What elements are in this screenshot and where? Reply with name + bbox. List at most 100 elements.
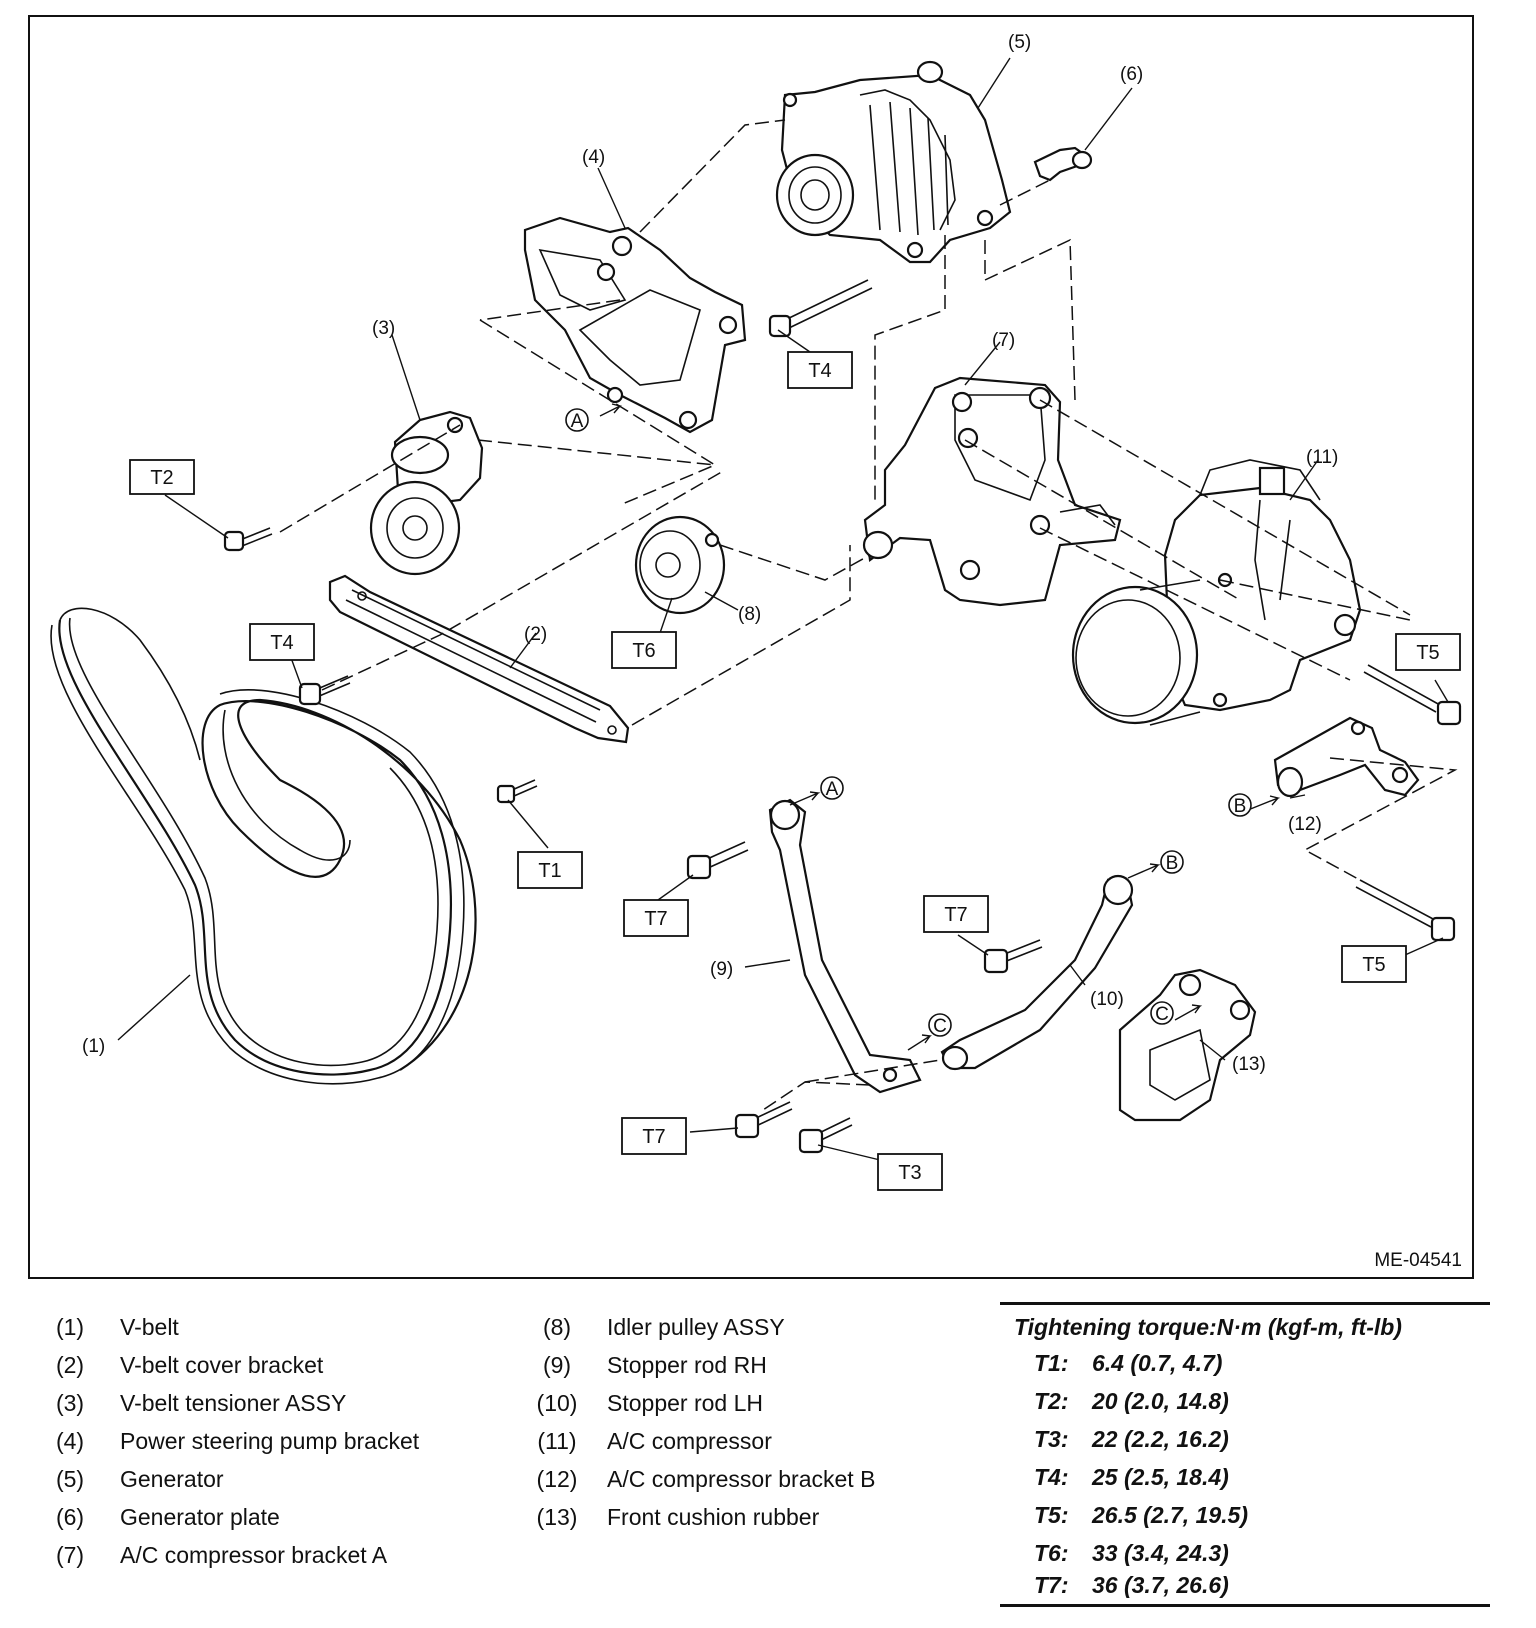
torque-row: T5: 26.5 (2.7, 19.5): [1034, 1502, 1248, 1529]
svg-text:T4: T4: [270, 632, 293, 654]
svg-text:A: A: [826, 779, 839, 800]
callout-5: (5): [1008, 32, 1031, 53]
ref-circle-a-upper: A: [565, 408, 589, 432]
svg-text:B: B: [1234, 796, 1247, 817]
torque-tag-t2: T2: [129, 459, 195, 495]
torque-tag-t4-upper: T4: [787, 351, 853, 389]
torque-tag-t5-lower: T5: [1341, 945, 1407, 983]
legend-number: (4): [55, 1428, 85, 1454]
legend-name: Generator plate: [120, 1504, 280, 1530]
idler-pulley-part: [634, 515, 726, 615]
torque-row: T2:20 (2.0, 14.8): [1034, 1388, 1229, 1415]
svg-text:T5: T5: [1362, 954, 1385, 976]
bolt-t2: [223, 527, 273, 552]
legend-name: Front cushion rubber: [607, 1504, 820, 1530]
callout-7: (7): [992, 330, 1015, 351]
generator-part: [775, 60, 1012, 264]
callout-13: (13): [1232, 1054, 1266, 1075]
front-cushion-rubber-part: [1118, 968, 1257, 1122]
torque-value: 33 (3.4, 24.3): [1092, 1540, 1229, 1566]
legend-number: (12): [536, 1466, 578, 1492]
svg-text:T7: T7: [642, 1126, 665, 1148]
ref-circle-a-lower: A: [820, 776, 844, 800]
legend-number: (3): [55, 1390, 85, 1416]
legend-name: V-belt: [120, 1314, 179, 1340]
legend-name: Power steering pump bracket: [120, 1428, 420, 1454]
torque-table-bottom-rule: [1000, 1604, 1490, 1607]
torque-tag-t5-upper: T5: [1395, 633, 1461, 671]
legend-number: (10): [536, 1390, 578, 1416]
callout-4: (4): [582, 147, 605, 168]
leader-lines: [117, 57, 1449, 1161]
v-belt-cover-bracket-part: [328, 574, 630, 744]
torque-value: 6.4 (0.7, 4.7): [1092, 1350, 1223, 1376]
svg-text:T7: T7: [944, 904, 967, 926]
diagram-frame: [28, 15, 1474, 1279]
torque-code: T4:: [1034, 1464, 1069, 1490]
callout-2: (2): [524, 624, 547, 645]
torque-value: 25 (2.5, 18.4): [1092, 1464, 1229, 1490]
torque-row: T7:36 (3.7, 26.6): [1034, 1572, 1229, 1599]
svg-text:T2: T2: [150, 467, 173, 489]
torque-tag-t6: T6: [611, 631, 677, 669]
v-belt-tensioner-part: [369, 410, 484, 576]
torque-code: T1:: [1034, 1350, 1069, 1376]
legend-name: A/C compressor bracket B: [607, 1466, 876, 1492]
figure-code: ME-04541: [1374, 1250, 1462, 1271]
legend-name: V-belt tensioner ASSY: [120, 1390, 347, 1416]
power-steering-pump-bracket-part: [523, 216, 747, 434]
bolt-t1: [496, 779, 538, 804]
torque-row: T3: 22 (2.2, 16.2): [1034, 1426, 1229, 1453]
svg-text:T7: T7: [644, 908, 667, 930]
svg-text:T6: T6: [632, 640, 655, 662]
svg-text:T1: T1: [538, 860, 561, 882]
callout-1: (1): [82, 1036, 105, 1057]
legend-number: (9): [542, 1352, 572, 1378]
ac-compressor-bracket-b-part: [1273, 716, 1420, 798]
stopper-rod-rh-part: [768, 798, 922, 1094]
svg-text:T5: T5: [1416, 642, 1439, 664]
ref-circle-b-rod: B: [1160, 850, 1184, 874]
bolt-t7-lower: [734, 1101, 793, 1139]
torque-code: T2:: [1034, 1388, 1069, 1414]
bolt-t7-middle: [983, 939, 1043, 974]
torque-table-top-rule: [1000, 1302, 1490, 1305]
torque-code: T3:: [1034, 1426, 1069, 1452]
bolt-t4-upper: [768, 279, 873, 338]
callout-6: (6): [1120, 64, 1143, 85]
ref-circle-c-cushion: C: [1150, 1001, 1174, 1025]
legend-number: (13): [536, 1504, 578, 1530]
ref-circle-c-rod: C: [928, 1013, 952, 1037]
legend-name: A/C compressor bracket A: [120, 1542, 388, 1568]
callout-12: (12): [1288, 814, 1322, 835]
bolt-t4-left: [298, 675, 351, 706]
torque-value: 26.5 (2.7, 19.5): [1092, 1502, 1248, 1528]
bolt-t3: [798, 1117, 853, 1154]
svg-text:C: C: [1155, 1004, 1169, 1025]
legend-number: (2): [55, 1352, 85, 1378]
torque-row: T6: 33 (3.4, 24.3): [1034, 1540, 1229, 1567]
torque-tag-t7-upper: T7: [623, 899, 689, 937]
bolt-t5-lower: [1355, 879, 1456, 942]
legend-number: (6): [55, 1504, 85, 1530]
callout-11: (11): [1306, 447, 1338, 468]
torque-tag-t7-middle: T7: [923, 895, 989, 933]
svg-text:T3: T3: [898, 1162, 921, 1184]
legend-name: V-belt cover bracket: [120, 1352, 324, 1378]
callout-3: (3): [372, 318, 395, 339]
legend-name: Stopper rod RH: [607, 1352, 767, 1378]
torque-code: T5:: [1034, 1502, 1069, 1528]
callout-10: (10): [1090, 989, 1124, 1010]
torque-row: T4: 25 (2.5, 18.4): [1034, 1464, 1229, 1491]
legend-name: Idler pulley ASSY: [607, 1314, 785, 1340]
assembly-dashed-lines: [279, 119, 1458, 1113]
torque-code: T7:: [1034, 1572, 1069, 1598]
torque-value: 22 (2.2, 16.2): [1092, 1426, 1229, 1452]
torque-code: T6:: [1034, 1540, 1069, 1566]
svg-text:T4: T4: [808, 360, 831, 382]
torque-tag-t4-left: T4: [249, 623, 315, 661]
callout-9: (9): [710, 959, 733, 980]
torque-tag-t3: T3: [877, 1153, 943, 1191]
legend-number: (11): [537, 1428, 577, 1454]
legend-number: (1): [55, 1314, 85, 1340]
